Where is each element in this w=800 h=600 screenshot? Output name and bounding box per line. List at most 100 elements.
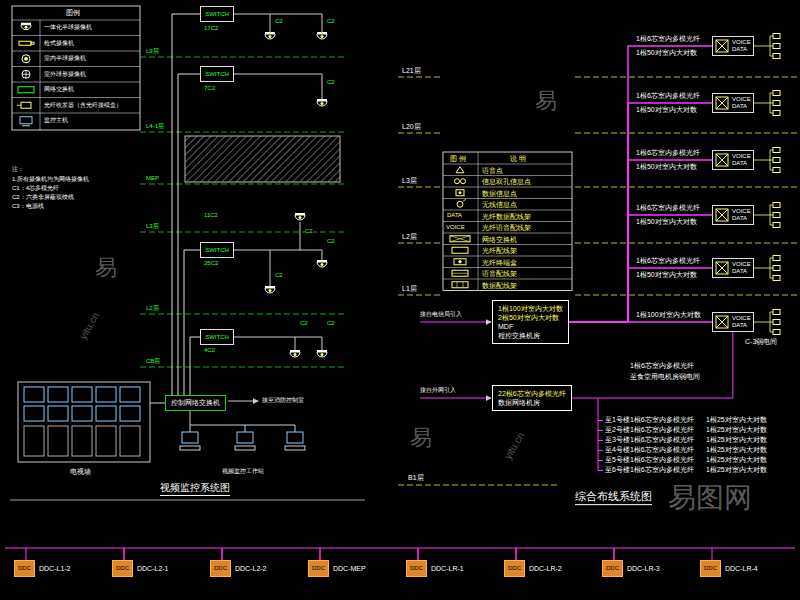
- outlet-symbol: [773, 101, 780, 106]
- connector: [418, 548, 516, 560]
- monitor-screen: [72, 387, 92, 402]
- note-text: C1：4芯多模光纤: [12, 185, 59, 192]
- table-rule: [478, 152, 479, 291]
- ddc-controller: DDCDDC-LR-3: [602, 560, 660, 577]
- wire: [295, 337, 296, 352]
- cabinet-panel: [96, 426, 116, 456]
- monitor-screen: [24, 387, 44, 402]
- floor-distribution-box: VOICEDATA: [712, 258, 754, 278]
- computer-monitor: [182, 432, 198, 443]
- ptz-camera-symbol: [22, 70, 30, 78]
- wire: [190, 425, 191, 432]
- floor-line: [575, 133, 800, 134]
- dome-camera-symbol: [22, 55, 30, 63]
- text-column: VOICEDATA: [732, 96, 751, 110]
- wire: [234, 74, 322, 75]
- watermark: yitu.cn: [502, 430, 526, 461]
- outlet-symbol: [773, 54, 780, 59]
- connector: [178, 74, 200, 395]
- wire: [190, 411, 191, 425]
- wire: [598, 460, 603, 461]
- voice-panel-symbol: [452, 270, 468, 276]
- box-label: 控制网络交换机: [171, 399, 220, 407]
- connector: [569, 160, 712, 322]
- ddc-controller: DDCDDC-LR-2: [504, 560, 562, 577]
- frame-line: [10, 500, 365, 501]
- note-text: 接自电信局引入: [420, 311, 462, 318]
- floor-line: [398, 243, 440, 244]
- table-rule: [12, 97, 140, 98]
- distribution-symbol: [715, 96, 729, 110]
- wire: [598, 470, 603, 471]
- wire: [245, 425, 246, 432]
- table-rule: [443, 175, 572, 176]
- cable-label: C2: [327, 18, 335, 25]
- note-text: 1.所有摄像机均为网络摄像机: [12, 176, 89, 183]
- camera-symbol: [317, 260, 327, 267]
- controller-icon: DDC: [14, 560, 35, 577]
- box-label: 2根50对室内大对数: [498, 313, 563, 322]
- distribution-symbol: [716, 40, 728, 52]
- ptz-camera-symbol: [26, 70, 27, 78]
- legend-text: 室内半球摄像机: [44, 55, 86, 62]
- cabinet-panel: [72, 426, 92, 456]
- controller-icon: DDC: [406, 560, 427, 577]
- legend-text: 网络交换机: [44, 86, 74, 93]
- cable-label: 1根100对室内大对数: [636, 311, 701, 319]
- gun-camera-symbol: [19, 41, 31, 45]
- controller-icon: DDC: [210, 560, 231, 577]
- camera-dome: [317, 101, 327, 106]
- cable-count: 7C2: [204, 85, 215, 92]
- ddc-controller: DDCDDC-L1-2: [14, 560, 71, 577]
- floor-label: L21层: [402, 67, 421, 75]
- data-outlet-symbol: [459, 192, 461, 194]
- controller-icon: DDC: [112, 560, 133, 577]
- legend-text: 信息双孔信息点: [482, 178, 531, 186]
- floor-line: [140, 132, 345, 133]
- ddc-controller: DDCDDC-LR-1: [406, 560, 464, 577]
- cable-label: 1根6芯室内多模光纤: [630, 362, 694, 370]
- watermark: 易图网: [668, 482, 752, 514]
- diagram-heading: 综合布线系统图: [575, 490, 652, 503]
- camera-lens: [269, 289, 272, 292]
- controller-name: DDC-L2-2: [235, 564, 267, 573]
- cable-count: 25C2: [204, 260, 218, 267]
- equipment-label: 电视墙: [70, 468, 91, 476]
- legend-table: [443, 152, 572, 291]
- dual-outlet-symbol: [455, 179, 460, 184]
- cable-label: C2: [300, 320, 308, 327]
- camera-symbol: [290, 350, 300, 357]
- watermark: 易: [410, 425, 432, 450]
- distribution-symbol: [716, 316, 728, 328]
- camera-symbol: [265, 286, 275, 293]
- outlet-symbol: [773, 276, 780, 281]
- table-rule: [443, 210, 572, 211]
- monitor-screen: [96, 387, 116, 402]
- cabinet-panel: [24, 426, 44, 456]
- cable-label: 至1号楼1根6芯室内多模光纤: [605, 416, 694, 424]
- computer-keyboard: [235, 446, 255, 450]
- table-cell: VOICE: [446, 224, 465, 231]
- panel-label: DATA: [732, 268, 751, 275]
- camera-lens: [269, 35, 272, 38]
- box-label: 数据网络机房: [498, 398, 566, 407]
- heading-underline: [160, 495, 230, 496]
- connector: [569, 46, 712, 322]
- monitor-screen: [96, 406, 116, 421]
- floor-line: [575, 295, 800, 296]
- box-label: 22根6芯室内多模光纤: [498, 389, 566, 398]
- outlet-symbol: [773, 158, 780, 163]
- cable-label: C2: [327, 320, 335, 327]
- table-rule: [443, 198, 572, 199]
- panel-label: VOICE: [732, 208, 751, 215]
- distribution-symbol: [715, 261, 729, 275]
- wire: [598, 420, 603, 421]
- wire: [150, 403, 165, 404]
- outlet-symbol: [773, 203, 780, 208]
- cable-label: C2: [275, 18, 283, 25]
- core-switch-box: 控制网络交换机: [165, 395, 226, 411]
- outlet-symbol: [773, 111, 780, 116]
- legend-text: 一体化半球摄像机: [44, 24, 92, 31]
- watermark: 易: [95, 255, 117, 280]
- legend-text: 光纤收发器（含光纤接续盒）: [44, 102, 122, 109]
